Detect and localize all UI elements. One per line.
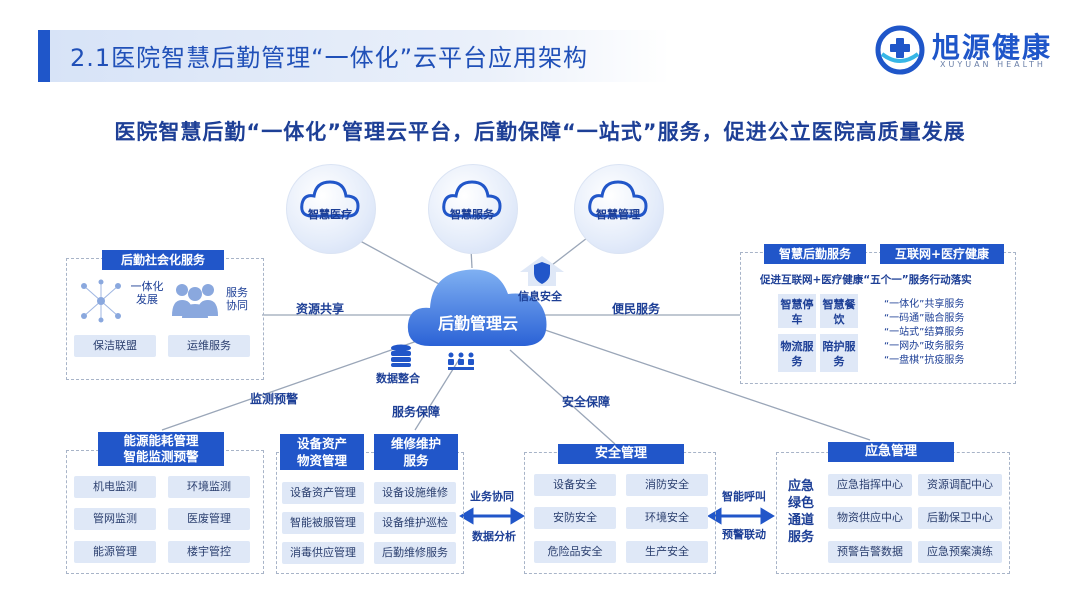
chip-escort: 陪护服务	[820, 334, 858, 372]
cloud-label-service: 智慧服务	[450, 208, 494, 221]
cloud-label-medical: 智慧医疗	[308, 208, 352, 221]
label-business-collab: 业务协同	[470, 490, 514, 503]
chip-fire-safety: 消防安全	[626, 474, 708, 496]
label-convenience: 便民服务	[612, 302, 661, 316]
label-smart-call: 智能呼叫	[722, 490, 766, 503]
tab-internet-health: 互联网+医疗健康	[880, 244, 1004, 264]
service-item: “一盘棋”抗疫服务	[884, 355, 965, 366]
chip-smart-dining: 智慧餐饮	[820, 294, 858, 328]
chip-env-safety: 环境安全	[626, 507, 708, 529]
assets-title-line1: 设备资产	[296, 436, 347, 451]
tab-smart-logistics: 智慧后勤服务	[764, 244, 866, 264]
center-cloud-label: 后勤管理云	[437, 314, 518, 333]
chip-security-center: 后勤保卫中心	[918, 507, 1002, 529]
chip-energy-mgmt: 能源管理	[74, 541, 156, 563]
label-data-analysis: 数据分析	[472, 530, 516, 543]
cloud-icon	[300, 180, 360, 218]
label-resource-sharing: 资源共享	[296, 302, 345, 316]
chip-security: 安防安全	[534, 507, 616, 529]
chip-production-safety: 生产安全	[626, 541, 708, 563]
chip-drill: 应急预案演练	[918, 541, 1002, 563]
service-item: “一站式”结算服务	[884, 327, 965, 338]
chip-supply-center: 物资供应中心	[828, 507, 912, 529]
chip-alarm-data: 预警告警数据	[828, 541, 912, 563]
chip-linen-mgmt: 智能被服管理	[282, 512, 364, 534]
chip-hazmat-safety: 危险品安全	[534, 541, 616, 563]
chip-asset-mgmt: 设备资产管理	[282, 482, 364, 504]
emergency-title: 应急管理	[828, 442, 954, 462]
diagram-subtitle: 医院智慧后勤“一体化”管理云平台，后勤保障“一站式”服务，促进公立医院高质量发展	[114, 120, 966, 144]
social-item-collab: 服务协同	[226, 286, 248, 312]
center-cloud-icon	[407, 269, 547, 346]
chip-command-center: 应急指挥中心	[828, 474, 912, 496]
label-monitoring: 监测预警	[250, 392, 299, 406]
emergency-green-channel: 应急绿色通道服务	[787, 479, 814, 545]
energy-title-line2: 智能监测预警	[123, 449, 199, 464]
cloud-icon	[442, 180, 502, 218]
header-band	[50, 30, 670, 82]
chip-env-monitor: 环境监测	[168, 476, 250, 498]
logo-subname: XUYUAN HEALTH	[940, 60, 1046, 69]
chip-repair-service: 后勤维修服务	[374, 542, 456, 564]
chip-mech-monitor: 机电监测	[74, 476, 156, 498]
label-service-guarantee: 服务保障	[392, 405, 441, 419]
maintenance-title-line2: 服务	[403, 453, 429, 468]
service-item: “一码通”融合服务	[884, 313, 965, 324]
shield-icon	[520, 256, 564, 286]
chip-smart-parking: 智慧停车	[778, 294, 816, 328]
data-integration-label: 数据整合	[376, 372, 420, 385]
chip-cleaning-alliance: 保洁联盟	[74, 335, 156, 357]
chip-inspection: 设备维护巡检	[374, 512, 456, 534]
safety-title: 安全管理	[558, 444, 684, 464]
chip-building-ctrl: 楼宇管控	[168, 541, 250, 563]
page-title: 2.1医院智慧后勤管理“一体化”云平台应用架构	[70, 44, 589, 72]
chip-equip-safety: 设备安全	[534, 474, 616, 496]
chip-pipe-monitor: 管网监测	[74, 508, 156, 530]
chip-waste-mgmt: 医废管理	[168, 508, 250, 530]
chip-logistics: 物流服务	[778, 334, 816, 372]
database-icon	[391, 344, 411, 367]
chip-om-service: 运维服务	[168, 335, 250, 357]
maintenance-title: 维修维护 服务	[374, 434, 458, 470]
smart-logistics-panel	[740, 252, 1016, 384]
maintenance-title-line1: 维修维护	[390, 436, 441, 451]
label-safety-guarantee: 安全保障	[562, 395, 611, 409]
cloud-icon	[588, 180, 648, 218]
users-group-icon	[448, 352, 474, 370]
people-icon	[172, 284, 218, 318]
service-item: “一网办”政务服务	[884, 341, 965, 352]
info-security-label: 信息安全	[518, 290, 562, 303]
social-item-integration: 一体化发展	[130, 280, 164, 306]
chip-dispatch-center: 资源调配中心	[918, 474, 1002, 496]
asset-maintenance-panel	[276, 452, 464, 574]
assets-title: 设备资产 物资管理	[280, 434, 364, 470]
energy-title-line1: 能源能耗管理	[123, 433, 199, 448]
energy-title: 能源能耗管理 智能监测预警	[98, 432, 224, 466]
label-alarm-linkage: 预警联动	[722, 528, 766, 541]
smart-logistics-line: 促进互联网+医疗健康“五个一”服务行动落实	[760, 274, 972, 286]
assets-title-line2: 物资管理	[296, 453, 347, 468]
network-icon	[81, 279, 121, 323]
social-services-title: 后勤社会化服务	[102, 250, 224, 270]
logo-icon	[875, 25, 925, 75]
cloud-label-management: 智慧管理	[596, 208, 640, 221]
logo-name: 旭源健康	[932, 31, 1053, 64]
header-accent-bar	[38, 30, 50, 82]
chip-sterile-supply: 消毒供应管理	[282, 542, 364, 564]
service-item: “一体化”共享服务	[884, 299, 965, 310]
chip-facility-repair: 设备设施维修	[374, 482, 456, 504]
